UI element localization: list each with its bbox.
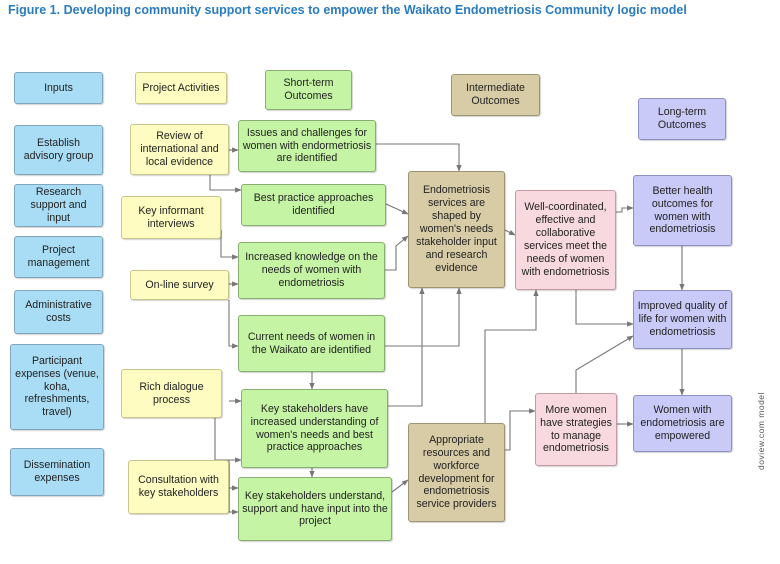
connector-bestpractice-services [385, 203, 409, 215]
figure-title: Figure 1. Developing community support s… [8, 3, 687, 17]
input-project-management: Project management [14, 236, 103, 278]
connector-review-bestpractice [209, 175, 242, 193]
input-advisory-group: Establish advisory group [14, 125, 103, 175]
connector-survey-currentneeds [228, 300, 239, 349]
connector-issues-services [376, 143, 462, 172]
outcome-current-needs: Current needs of women in the Waikato ar… [238, 315, 385, 372]
connector-stakeholders-services [388, 287, 425, 407]
header-inputs: Inputs [14, 72, 103, 104]
connector-consultation-input-2 [228, 460, 239, 515]
connector-interviews-knowledge [220, 230, 239, 260]
input-research-support: Research support and input [14, 184, 103, 227]
input-administrative-costs: Administrative costs [14, 290, 103, 334]
outcome-increased-knowledge: Increased knowledge on the needs of wome… [238, 242, 385, 299]
connector-currentneeds-services [385, 287, 462, 347]
connector-coordinated-health [616, 205, 634, 213]
outcome-strategies-to-manage: More women have strategies to manage end… [535, 393, 617, 466]
connector-resources-strategies [505, 408, 536, 451]
outcome-issues-identified: Issues and challenges for women with end… [238, 120, 376, 172]
connector-services-coordinated [504, 229, 516, 236]
outcome-appropriate-resources: Appropriate resources and workforce deve… [408, 423, 505, 522]
connector-resources-coordinated [484, 289, 539, 423]
connector-input-resources [391, 479, 409, 493]
connector-strategies-quality [575, 335, 634, 393]
outcome-improved-quality: Improved quality of life for women with … [633, 290, 732, 349]
outcome-best-practice-identified: Best practice approaches identified [241, 184, 386, 226]
header-short-term: Short-term Outcomes [265, 70, 352, 110]
activity-consultation: Consultation with key stakeholders [128, 460, 229, 514]
outcome-women-empowered: Women with endometriosis are empowered [633, 395, 732, 452]
outcome-better-health: Better health outcomes for women with en… [633, 175, 732, 246]
connector-coordinated-quality [575, 290, 634, 327]
header-activities: Project Activities [135, 72, 227, 104]
connector-dialogue-stakeholders [214, 418, 242, 463]
activity-online-survey: On-line survey [130, 270, 229, 300]
outcome-services-shaped: Endometriosis services are shaped by wom… [408, 171, 505, 288]
activity-review-evidence: Review of international and local eviden… [130, 124, 229, 175]
activity-rich-dialogue: Rich dialogue process [121, 369, 222, 418]
outcome-stakeholders-understanding: Key stakeholders have increased understa… [241, 389, 388, 468]
activity-key-informant-interviews: Key informant interviews [121, 196, 221, 239]
input-participant-expenses: Participant expenses (venue, koha, refre… [10, 344, 104, 430]
outcome-well-coordinated-services: Well-coordinated, effective and collabor… [515, 190, 616, 290]
outcome-stakeholders-input: Key stakeholders understand, support and… [238, 477, 392, 541]
input-dissemination-expenses: Dissemination expenses [10, 448, 104, 496]
watermark: doview.com model [756, 392, 766, 470]
connector-knowledge-services [385, 235, 409, 271]
header-intermediate: Intermediate Outcomes [451, 74, 540, 116]
header-long-term: Long-term Outcomes [638, 98, 726, 140]
